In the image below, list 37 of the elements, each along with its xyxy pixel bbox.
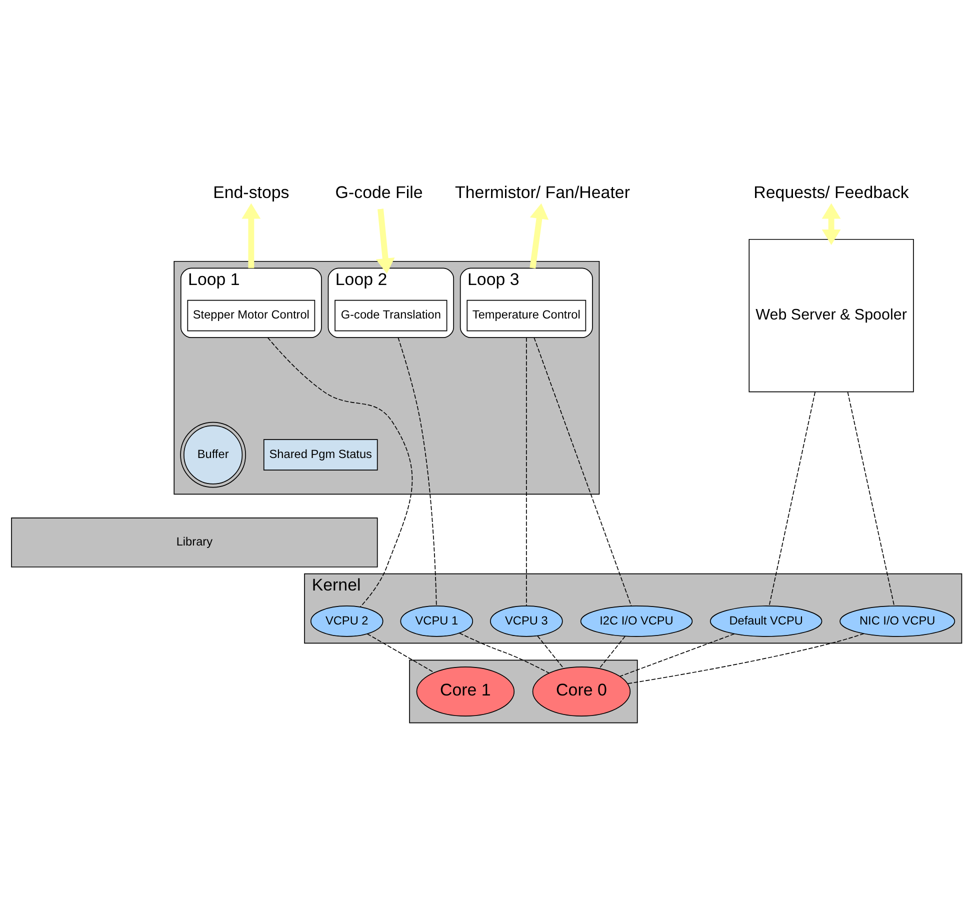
connector — [620, 632, 735, 676]
node-ellipse: NIC I/O VCPU — [840, 605, 956, 636]
connector — [598, 635, 626, 668]
cluster — [174, 260, 600, 494]
connector — [526, 336, 527, 606]
node-ellipse: Core 0 — [532, 666, 631, 716]
connector — [534, 336, 632, 606]
connector — [537, 635, 564, 668]
arrow — [242, 202, 261, 268]
node-box: Temperature Control — [466, 299, 586, 331]
arrow — [530, 202, 549, 268]
connector — [267, 336, 413, 607]
node-box: Web Server & Spooler — [748, 238, 914, 392]
connector — [458, 632, 550, 673]
connector — [366, 632, 435, 672]
node-box: G-code Translation — [334, 299, 448, 331]
node-text: Requests/ Feedback — [754, 182, 909, 202]
node-box: Stepper Motor Control — [187, 299, 316, 331]
connector — [627, 632, 864, 684]
node-ellipse: VCPU 3 — [490, 605, 563, 636]
connector — [768, 391, 816, 606]
connector — [398, 336, 437, 606]
node-text: G-code File — [335, 182, 423, 202]
node-box: Shared Pgm Status — [263, 438, 378, 470]
connector — [847, 391, 895, 606]
node-text: End-stops — [213, 182, 290, 202]
arrow — [376, 208, 395, 274]
node-box: Library — [11, 516, 378, 567]
node-circle: Buffer — [180, 421, 246, 488]
arrow — [822, 202, 841, 244]
node-ellipse: VCPU 1 — [400, 605, 474, 636]
cluster — [409, 659, 638, 723]
node-ellipse: VCPU 2 — [310, 605, 384, 636]
node-ellipse: I2C I/O VCPU — [580, 605, 693, 636]
node-text: Thermistor/ Fan/Heater — [455, 182, 630, 202]
node-ellipse: Core 1 — [416, 666, 515, 716]
node-ellipse: Default VCPU — [710, 605, 822, 636]
